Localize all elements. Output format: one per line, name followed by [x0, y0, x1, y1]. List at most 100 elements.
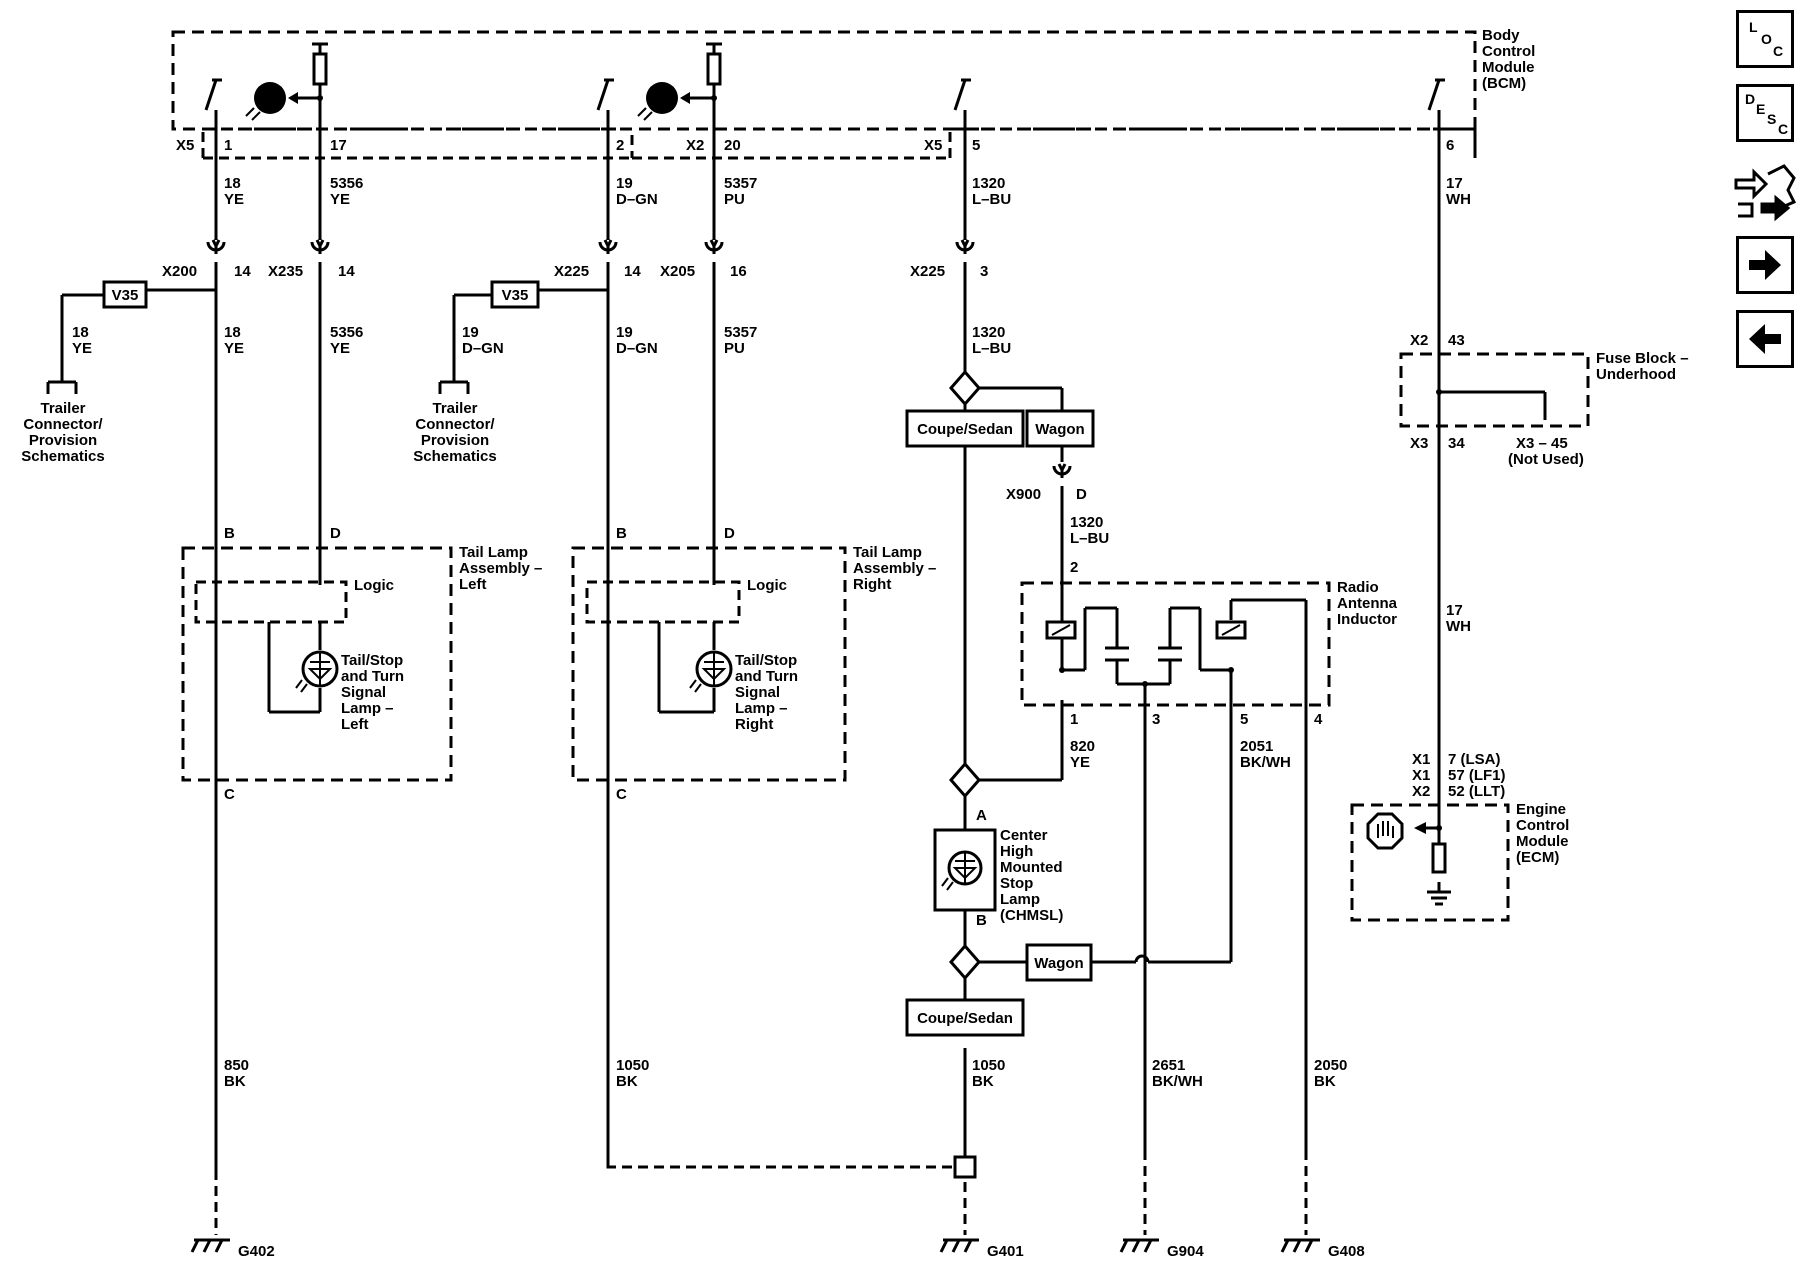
- wire-1050-left-label: 1050: [616, 1057, 649, 1074]
- wire-2651-color: BK/WH: [1152, 1073, 1203, 1090]
- tail-left-title-2: Assembly –: [459, 560, 542, 577]
- ground-g402-label: G402: [238, 1243, 275, 1260]
- trailer-left-l4: Schematics: [21, 448, 104, 465]
- trailer-right-l4: Schematics: [413, 448, 496, 465]
- trailer-left-l1: Trailer: [40, 400, 85, 417]
- tail-left-title-3: Left: [459, 576, 487, 593]
- tail-right-pin-d: D: [724, 525, 735, 542]
- wire-5357-label-2: 5357: [724, 324, 757, 341]
- ecm-module: [1350, 803, 1510, 922]
- bcm-indicator-left: [245, 82, 320, 121]
- previous-page-button[interactable]: [1736, 310, 1794, 368]
- bcm-pin-6: 6: [1446, 137, 1454, 154]
- ground-g904-label: G904: [1167, 1243, 1204, 1260]
- ecm-x1-b: X1: [1412, 767, 1430, 784]
- tail-right-title-3: Right: [853, 576, 891, 593]
- wire-19-label-2: 19: [616, 324, 633, 341]
- x200-label: X200: [162, 263, 197, 280]
- tail-right-title-1: Tail Lamp: [853, 544, 922, 561]
- fuse-x3-45-label: X3 – 45: [1516, 435, 1568, 452]
- bcm-pin-5: 5: [972, 137, 980, 154]
- v35-left-box: V35: [102, 280, 148, 309]
- fuse-x3-label: X3: [1410, 435, 1428, 452]
- radio-pin-3: 3: [1152, 711, 1160, 728]
- tail-right-title-2: Assembly –: [853, 560, 936, 577]
- chmsl-l2: High: [1000, 843, 1033, 860]
- lamp-right-l5: Right: [735, 716, 773, 733]
- splice-2: [949, 761, 981, 799]
- wire-850-color: BK: [224, 1073, 246, 1090]
- tail-left-pin-c: C: [224, 786, 235, 803]
- fuse-not-used-label: (Not Used): [1508, 451, 1584, 468]
- ecm-x2: X2: [1412, 783, 1430, 800]
- lamp-left-l5: Left: [341, 716, 369, 733]
- wire-1320-color: L–BU: [972, 191, 1011, 208]
- wire-2051-color: BK/WH: [1240, 754, 1291, 771]
- chmsl-l6: (CHMSL): [1000, 907, 1063, 924]
- next-page-button[interactable]: [1736, 236, 1794, 294]
- chmsl-lamp: [933, 828, 997, 912]
- trailer-left-wire: 18: [72, 324, 89, 341]
- v35-left-label: V35: [112, 287, 139, 304]
- wire-1320-label-3: 1320: [1070, 514, 1103, 531]
- connector-info-button[interactable]: [1732, 160, 1798, 224]
- bcm-label-1: Body: [1482, 27, 1520, 44]
- ground-g402-symbol: [190, 1238, 232, 1254]
- ecm-pin-lf1: 57 (LF1): [1448, 767, 1506, 784]
- bcm-pin-2: 2: [616, 137, 624, 154]
- connector-x225-mid: [955, 238, 975, 256]
- radio-label-2: Antenna: [1337, 595, 1398, 612]
- x235-label: X235: [268, 263, 303, 280]
- wire-1320-label: 1320: [972, 175, 1005, 192]
- bcm-label-4: (BCM): [1482, 75, 1526, 92]
- trailer-right-l1: Trailer: [432, 400, 477, 417]
- wire-820-color: YE: [1070, 754, 1090, 771]
- ground-splice: [953, 1155, 977, 1179]
- x225-mid-pin: 3: [980, 263, 988, 280]
- coupe-sedan-box-top: Coupe/Sedan: [905, 409, 1025, 448]
- ecm-pin-llt: 52 (LLT): [1448, 783, 1505, 800]
- trailer-right-wire: 19: [462, 324, 479, 341]
- fuse-block-label-2: Underhood: [1596, 366, 1676, 383]
- desc-letter-s: S: [1767, 111, 1777, 127]
- wire-5357-label: 5357: [724, 175, 757, 192]
- previous-arrow-icon: [1749, 324, 1781, 354]
- trailer-right-color: D–GN: [462, 340, 504, 357]
- bcm-switch-6: [1427, 78, 1447, 112]
- trailer-right-l3: Provision: [421, 432, 489, 449]
- tail-left-pin-d: D: [330, 525, 341, 542]
- ecm-label-4: (ECM): [1516, 849, 1559, 866]
- v35-right-label: V35: [502, 287, 529, 304]
- bcm-label-2: Control: [1482, 43, 1535, 60]
- description-button[interactable]: D E S C: [1736, 84, 1794, 142]
- bcm-label-3: Module: [1482, 59, 1535, 76]
- trailer-right-l2: Connector/: [415, 416, 495, 433]
- radio-antenna-inductor: [1020, 581, 1331, 707]
- wagon-box-top: Wagon: [1025, 409, 1095, 448]
- v35-right-box: V35: [490, 280, 540, 309]
- bcm-switch-5: [953, 78, 973, 112]
- ecm-x1-a: X1: [1412, 751, 1430, 768]
- chmsl-l3: Mounted: [1000, 859, 1062, 876]
- wire-1320-color-2: L–BU: [972, 340, 1011, 357]
- wire-5356-color: YE: [330, 191, 350, 208]
- x900-label: X900: [1006, 486, 1041, 503]
- radio-pin-2: 2: [1070, 559, 1078, 576]
- location-button[interactable]: L O C: [1736, 10, 1794, 68]
- wagon-bottom-label: Wagon: [1034, 955, 1083, 972]
- ground-g408-label: G408: [1328, 1243, 1365, 1260]
- chmsl-l4: Stop: [1000, 875, 1033, 892]
- wire-18-label-2: 18: [224, 324, 241, 341]
- bcm-resistor-20: [706, 42, 722, 130]
- ground-g401-label: G401: [987, 1243, 1024, 1260]
- trailer-left-l3: Provision: [29, 432, 97, 449]
- ecm-pin-lsa: 7 (LSA): [1448, 751, 1501, 768]
- x200-pin: 14: [234, 263, 251, 280]
- lamp-left-l4: Lamp –: [341, 700, 394, 717]
- tail-lamp-assembly-left: [181, 546, 453, 782]
- lamp-left-l3: Signal: [341, 684, 386, 701]
- wire-1320-label-2: 1320: [972, 324, 1005, 341]
- connector-x205: [704, 238, 724, 256]
- wire-1050-mid-label: 1050: [972, 1057, 1005, 1074]
